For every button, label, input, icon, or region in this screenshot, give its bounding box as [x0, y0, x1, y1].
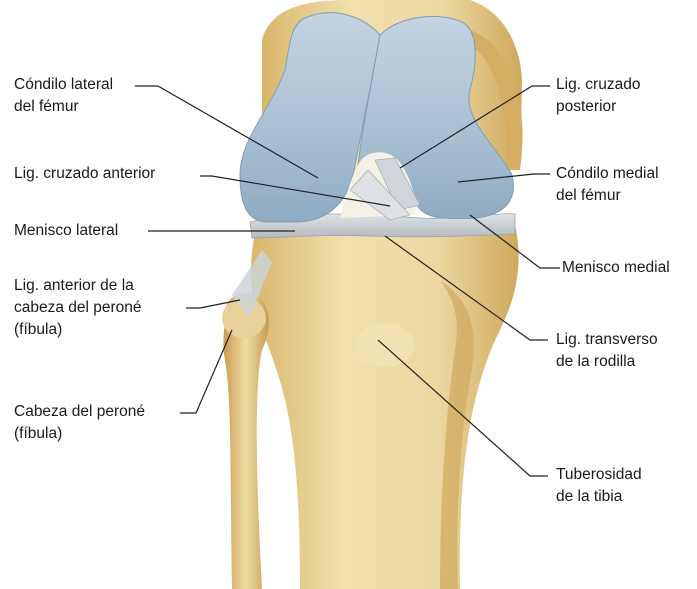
label-condilo-medial: Cóndilo medial del fémur	[556, 163, 659, 207]
tibial-tuberosity	[355, 323, 415, 367]
label-menisco-medial-line1: Menisco medial	[562, 257, 670, 279]
label-tuberosidad-tibia: Tuberosidad de la tibia	[556, 464, 642, 508]
label-cabeza-perone: Cabeza del peroné (fíbula)	[14, 401, 145, 445]
label-condilo-lateral: Cóndilo lateral del fémur	[14, 74, 113, 118]
label-menisco-lateral-line1: Menisco lateral	[14, 220, 118, 242]
label-lig-anterior-line1: Lig. anterior de la	[14, 275, 142, 297]
label-lig-anterior-cabeza-perone: Lig. anterior de la cabeza del peroné (f…	[14, 275, 142, 341]
label-condilo-lateral-line2: del fémur	[14, 96, 113, 118]
label-condilo-lateral-line1: Cóndilo lateral	[14, 74, 113, 96]
label-lig-cruzado-posterior: Lig. cruzado posterior	[556, 74, 640, 118]
label-lig-transverso-line2: de la rodilla	[556, 351, 658, 373]
label-tuberosidad-line1: Tuberosidad	[556, 464, 642, 486]
label-lig-cruzado-anterior: Lig. cruzado anterior	[14, 163, 155, 185]
label-cabeza-perone-line2: (fíbula)	[14, 423, 145, 445]
label-condilo-medial-line2: del fémur	[556, 185, 659, 207]
label-lig-cruzado-anterior-line1: Lig. cruzado anterior	[14, 163, 155, 185]
label-lig-transverso-line1: Lig. transverso	[556, 329, 658, 351]
label-lig-transverso: Lig. transverso de la rodilla	[556, 329, 658, 373]
label-condilo-medial-line1: Cóndilo medial	[556, 163, 659, 185]
label-menisco-lateral: Menisco lateral	[14, 220, 118, 242]
tibia	[251, 225, 519, 589]
label-lig-cruzado-posterior-line1: Lig. cruzado	[556, 74, 640, 96]
label-menisco-medial: Menisco medial	[562, 257, 670, 279]
label-lig-cruzado-posterior-line2: posterior	[556, 96, 640, 118]
label-tuberosidad-line2: de la tibia	[556, 486, 642, 508]
label-lig-anterior-line2: cabeza del peroné	[14, 297, 142, 319]
label-lig-anterior-line3: (fíbula)	[14, 319, 142, 341]
label-cabeza-perone-line1: Cabeza del peroné	[14, 401, 145, 423]
